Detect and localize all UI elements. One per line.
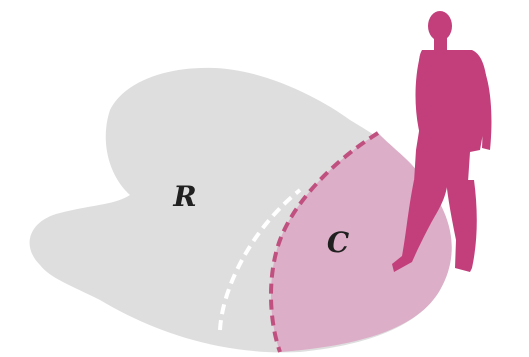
region-r-label: R [172,180,196,213]
region-c-label: C [327,226,350,259]
